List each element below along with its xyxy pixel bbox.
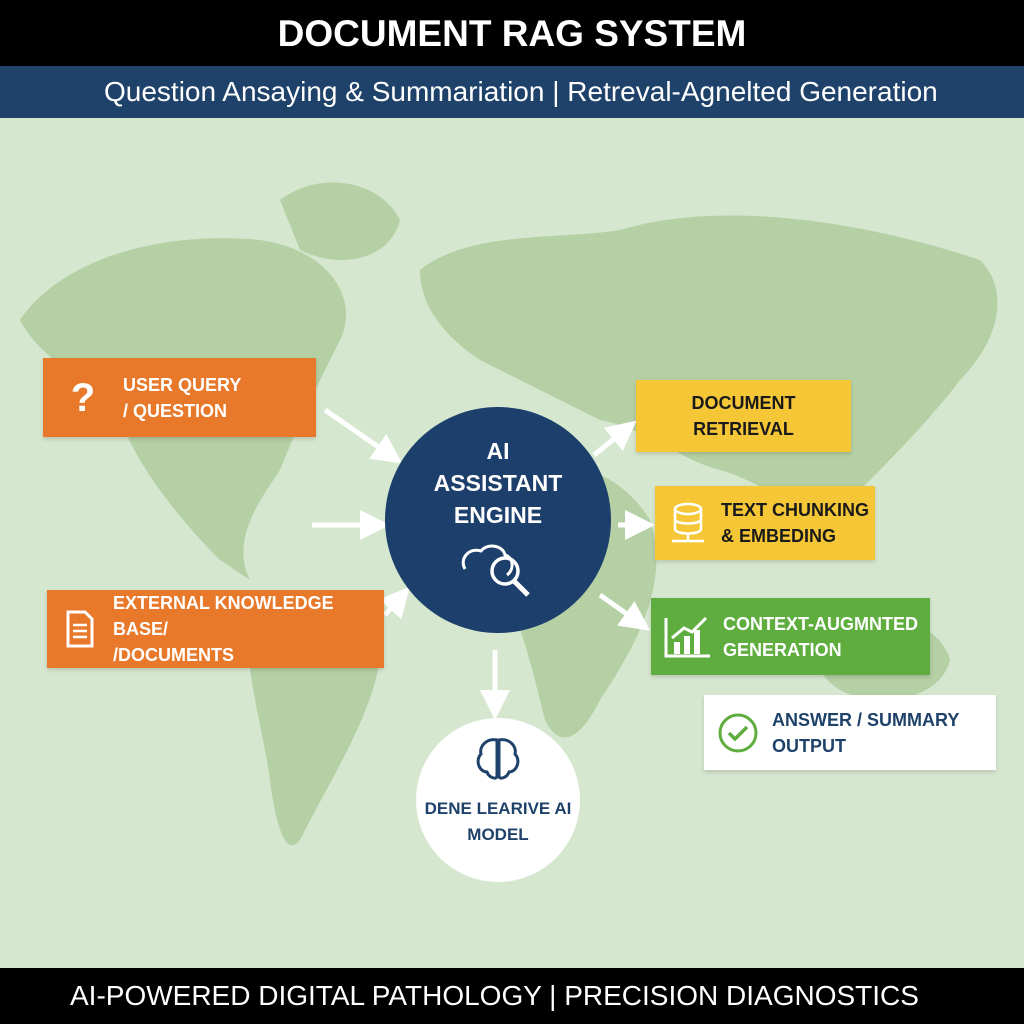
arrow-engine-to-retrieval <box>592 420 637 457</box>
node-label: DENE LEARIVE AI <box>424 799 572 818</box>
growth-chart-icon <box>651 614 723 660</box>
check-circle-icon <box>704 711 772 755</box>
node-label: ASSISTANT <box>433 470 563 496</box>
node-label: OUTPUT <box>772 735 846 756</box>
database-icon <box>655 501 721 545</box>
arrow-engine-to-generation <box>598 592 651 631</box>
title-bar: DOCUMENT RAG SYSTEM <box>0 0 1024 66</box>
user-query-box: ? USER QUERY / QUESTION <box>43 358 316 437</box>
node-label: DOCUMENT <box>691 393 796 413</box>
node-label: /DOCUMENTS <box>113 645 234 665</box>
brain-icon <box>416 736 580 790</box>
question-mark-icon: ? <box>70 375 96 420</box>
knowledge-base-box: EXTERNAL KNOWLEDGE BASE/ /DOCUMENTS <box>47 590 384 668</box>
arrow-query-to-engine <box>323 407 403 464</box>
footer-text: AI-POWERED DIGITAL PATHOLOGY | PRECISION… <box>70 980 919 1011</box>
document-icon <box>47 609 113 649</box>
node-label: EXTERNAL KNOWLEDGE BASE/ <box>113 593 334 639</box>
page-title: DOCUMENT RAG SYSTEM <box>277 13 747 54</box>
node-label: ANSWER / SUMMARY <box>772 709 960 730</box>
node-label: MODEL <box>467 825 529 844</box>
brain-search-icon <box>385 539 611 607</box>
node-label: CONTEXT-AUGMNTED <box>723 613 918 634</box>
node-label: & EMBEDING <box>721 526 837 546</box>
node-label: USER QUERY <box>123 374 242 395</box>
context-generation-box: CONTEXT-AUGMNTED GENERATION <box>651 598 930 675</box>
answer-output-box: ANSWER / SUMMARY OUTPUT <box>704 695 996 770</box>
arrow-kb-to-engine <box>378 586 410 620</box>
node-label: AI <box>486 438 510 464</box>
footer-bar: AI-POWERED DIGITAL PATHOLOGY | PRECISION… <box>0 968 1024 1024</box>
deep-learning-model: DENE LEARIVE AI MODEL <box>416 718 580 882</box>
subtitle: Question Ansaying & Summariation | Retre… <box>104 76 938 107</box>
ai-assistant-engine: AI ASSISTANT ENGINE <box>385 407 611 633</box>
node-label: RETRIEVAL <box>693 419 794 439</box>
node-label: ENGINE <box>453 502 543 528</box>
subtitle-bar: Question Ansaying & Summariation | Retre… <box>0 66 1024 118</box>
node-label: GENERATION <box>723 639 842 660</box>
node-label: TEXT CHUNKING <box>721 500 869 520</box>
document-retrieval-box: DOCUMENT RETRIEVAL <box>636 380 851 452</box>
text-chunking-box: TEXT CHUNKING & EMBEDING <box>655 486 875 560</box>
node-label: / QUESTION <box>123 400 228 421</box>
